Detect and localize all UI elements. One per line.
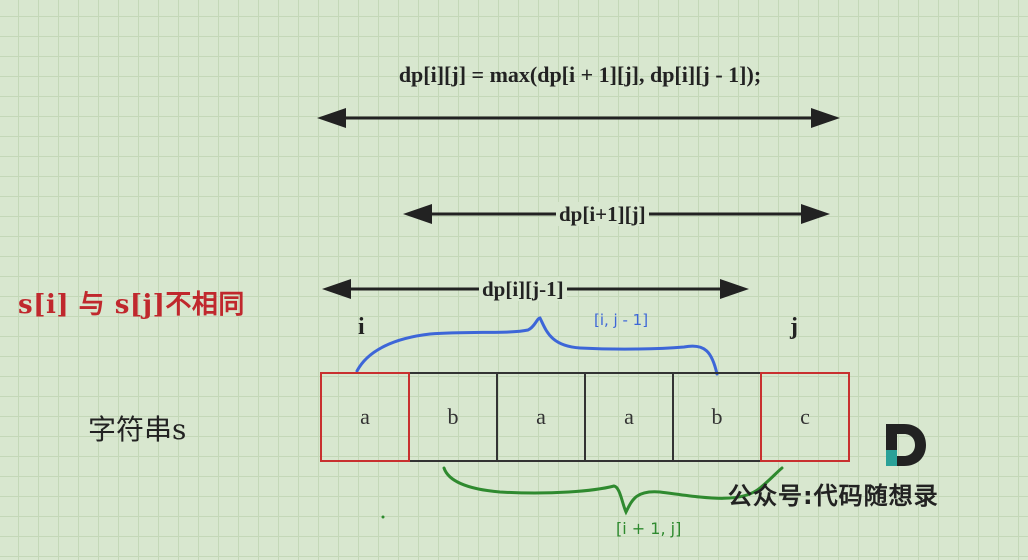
cell-5-char: c: [800, 404, 810, 429]
cell-4-char: b: [711, 404, 723, 429]
cell-2-char: a: [536, 404, 546, 429]
outer-double-arrow: [317, 108, 840, 128]
watermark-text: 公众号:代码随想录: [728, 482, 939, 510]
cell-3-char: a: [624, 404, 634, 429]
string-label: 字符串s: [88, 413, 187, 446]
cell-0: a: [320, 372, 410, 462]
index-j-label: j: [790, 314, 798, 340]
green-brace: [442, 466, 784, 516]
cell-1-char: b: [447, 404, 459, 429]
lower-arrow-label: dp[i][j-1]: [479, 277, 567, 301]
index-i-label: i: [358, 314, 365, 340]
condition-title: s[i] 与 s[j]不相同: [18, 290, 245, 320]
cell-3: a: [584, 372, 674, 462]
cell-0-char: a: [360, 404, 370, 429]
stray-dot: [381, 515, 385, 519]
dp-formula: dp[i][j] = max(dp[i + 1][j], dp[i][j - 1…: [398, 62, 762, 87]
blue-brace: [355, 316, 719, 376]
green-range-label: [i + 1, j]: [616, 519, 682, 538]
cell-1: b: [408, 372, 498, 462]
middle-arrow-label: dp[i+1][j]: [556, 202, 649, 226]
cell-2: a: [496, 372, 586, 462]
cell-5: c: [760, 372, 850, 462]
string-cells: a b a a b c: [320, 372, 850, 462]
blue-range-label: [i, j - 1]: [594, 311, 649, 329]
cell-4: b: [672, 372, 762, 462]
brand-logo-icon: [886, 424, 926, 466]
